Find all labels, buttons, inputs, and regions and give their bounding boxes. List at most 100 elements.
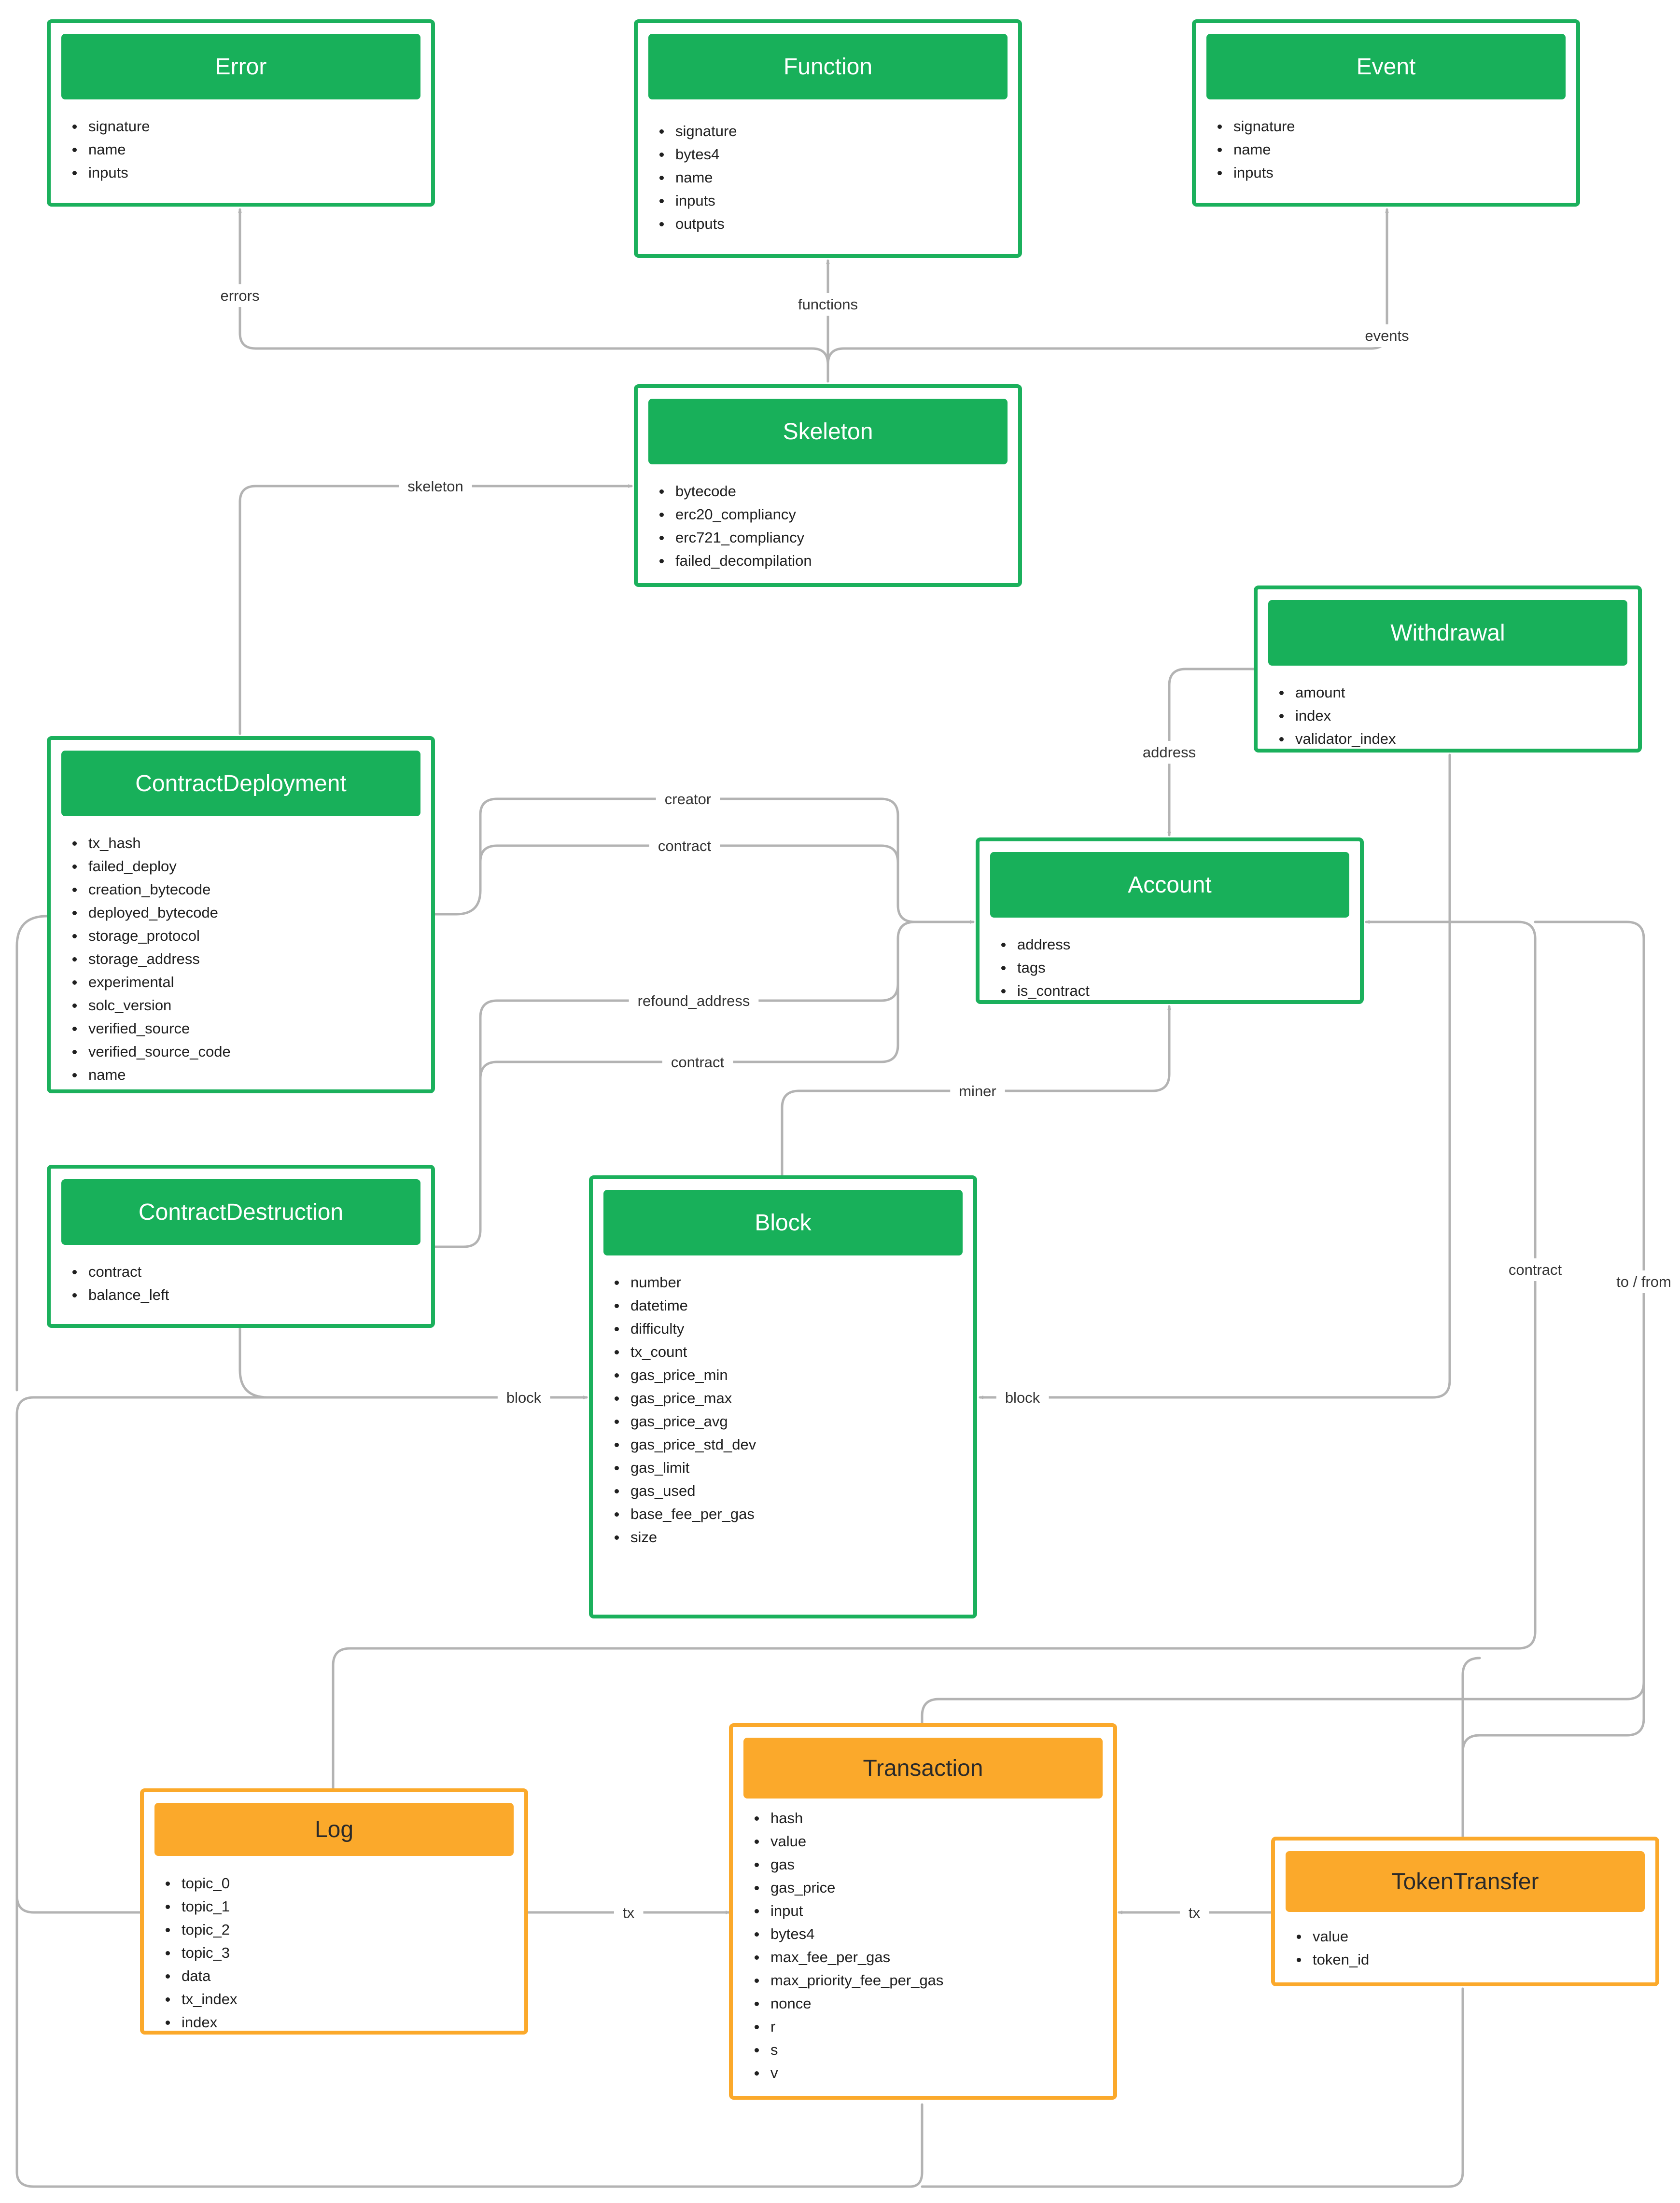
field-item: failed_deploy — [72, 855, 231, 878]
field-item: topic_2 — [166, 1918, 237, 1941]
field-item: signature — [72, 115, 150, 138]
field-item: gas_price_avg — [615, 1410, 756, 1433]
edge-label-creator: creator — [656, 788, 720, 810]
field-item: tx_count — [615, 1340, 756, 1364]
field-item: data — [166, 1965, 237, 1988]
field-item: datetime — [615, 1294, 756, 1317]
edge-label-contract-deploy: contract — [649, 835, 720, 857]
field-item: hash — [755, 1807, 943, 1830]
edge-skeleton — [238, 486, 633, 735]
edge-block-right — [979, 753, 1451, 1397]
field-item: name — [659, 166, 737, 189]
field-item: gas_price_min — [615, 1364, 756, 1387]
field-item: max_fee_per_gas — [755, 1946, 943, 1969]
entity-title: TokenTransfer — [1286, 1851, 1645, 1912]
field-item: address — [1001, 933, 1090, 956]
field-item: v — [755, 2062, 943, 2085]
field-item: outputs — [659, 212, 737, 236]
field-item: inputs — [659, 189, 737, 212]
svg-text:errors: errors — [221, 287, 260, 304]
field-item: deployed_bytecode — [72, 901, 231, 924]
field-item: gas — [755, 1853, 943, 1876]
field-item: r — [755, 2015, 943, 2038]
entity-title: ContractDeployment — [61, 751, 420, 816]
svg-text:tx: tx — [623, 1904, 635, 1921]
edge-label-events: events — [1356, 324, 1418, 347]
svg-text:skeleton: skeleton — [407, 478, 463, 495]
field-item: gas_price — [755, 1876, 943, 1899]
field-item: contract — [72, 1260, 169, 1283]
field-item: inputs — [72, 161, 150, 184]
field-item: tx_hash — [72, 832, 231, 855]
field-item: bytes4 — [755, 1923, 943, 1946]
field-item: validator_index — [1279, 727, 1396, 751]
field-item: difficulty — [615, 1317, 756, 1340]
field-item: bytes4 — [659, 143, 737, 166]
field-item: tags — [1001, 956, 1090, 979]
edge-contract-log — [332, 922, 1537, 1790]
field-item: token_id — [1297, 1948, 1369, 1971]
field-item: name — [72, 1063, 231, 1087]
edge-label-tx-token: tx — [1179, 1901, 1209, 1924]
svg-text:functions: functions — [798, 296, 858, 313]
edge-log-wire — [15, 1894, 141, 1914]
field-item: verified_source — [72, 1017, 231, 1040]
field-item: erc20_compliancy — [659, 503, 812, 526]
edge-label-to-from: to / from — [1608, 1270, 1680, 1293]
field-item: index — [1279, 704, 1396, 727]
edge-label-refound-address: refound_address — [629, 990, 759, 1012]
field-item: tx_index — [166, 1988, 237, 2011]
field-item: number — [615, 1271, 756, 1294]
field-item: inputs — [1218, 161, 1295, 184]
svg-text:events: events — [1365, 327, 1409, 344]
field-item: gas_limit — [615, 1456, 756, 1479]
edge-refound-address — [433, 920, 916, 1248]
field-item: max_priority_fee_per_gas — [755, 1969, 943, 1992]
field-item: gas_price_max — [615, 1387, 756, 1410]
entity-title: Function — [648, 34, 1008, 99]
field-item: topic_0 — [166, 1872, 237, 1895]
field-item: topic_3 — [166, 1941, 237, 1965]
edge-label-block-right: block — [996, 1386, 1049, 1409]
entity-title: Error — [61, 34, 420, 99]
field-item: gas_price_std_dev — [615, 1433, 756, 1456]
entity-title: Log — [154, 1803, 514, 1856]
svg-text:block: block — [506, 1389, 542, 1406]
svg-text:address: address — [1143, 744, 1196, 761]
svg-text:refound_address: refound_address — [638, 992, 750, 1009]
field-item: balance_left — [72, 1283, 169, 1307]
field-item: creation_bytecode — [72, 878, 231, 901]
field-item: solc_version — [72, 994, 231, 1017]
svg-text:block: block — [1005, 1389, 1040, 1406]
svg-text:contract: contract — [671, 1054, 725, 1071]
field-item: value — [755, 1830, 943, 1853]
field-item: failed_decompilation — [659, 549, 812, 572]
field-item: topic_1 — [166, 1895, 237, 1918]
field-item: bytecode — [659, 480, 812, 503]
edge-label-address: address — [1134, 741, 1205, 764]
edge-creator — [433, 797, 975, 922]
entity-title: Event — [1206, 34, 1566, 99]
field-item: name — [72, 138, 150, 161]
entity-title: Skeleton — [648, 399, 1008, 464]
edge-label-errors: errors — [211, 284, 268, 307]
